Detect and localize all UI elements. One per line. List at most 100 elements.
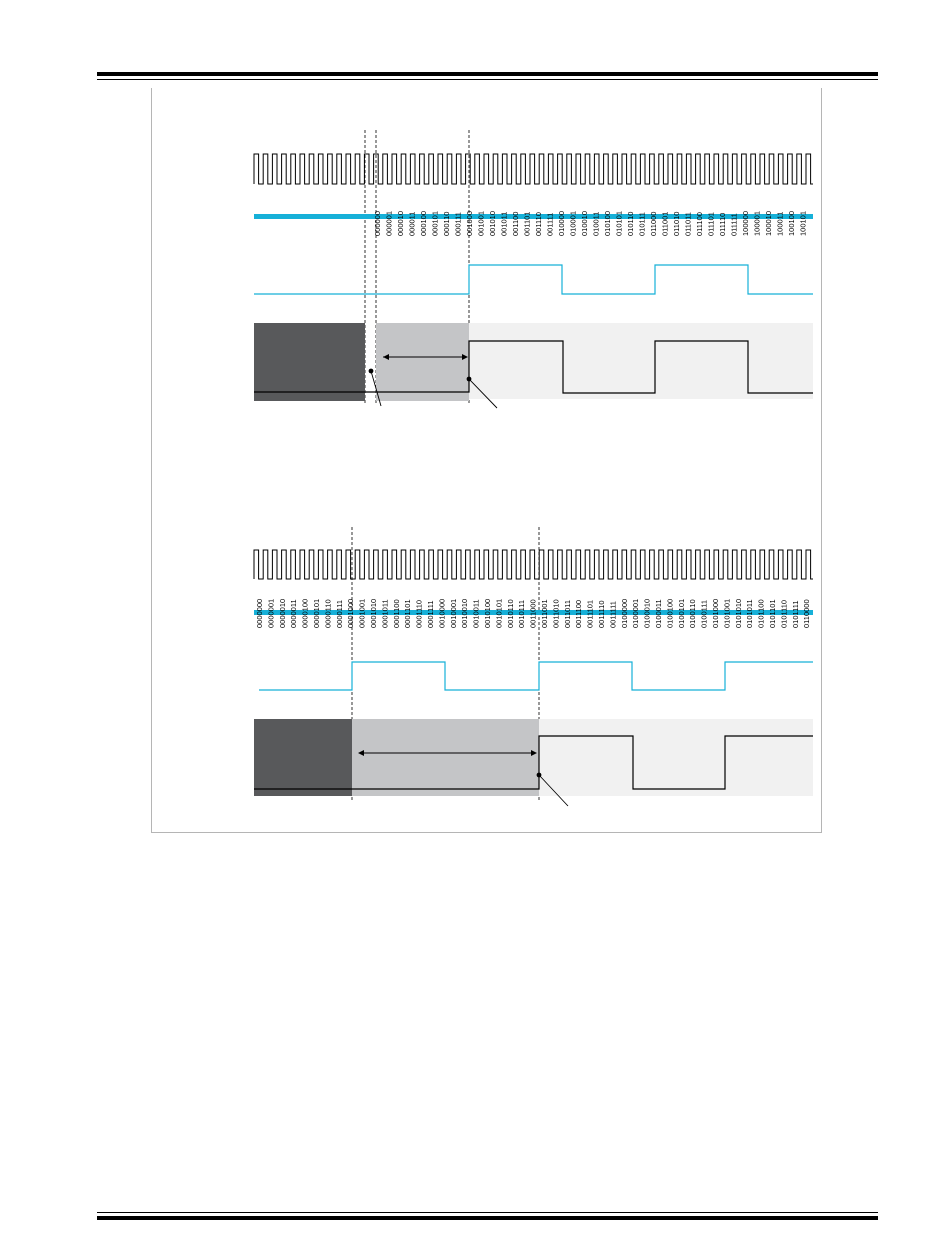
bottom-counter-label: 0110000 [802, 599, 811, 628]
top-counter-label: 001011 [500, 212, 509, 236]
bottom-counter-label: 0010111 [517, 600, 526, 628]
bottom-counter-label: 0100001 [631, 599, 640, 628]
top-counter-label: 011111 [730, 213, 739, 236]
top-counter-label: 010101 [615, 211, 624, 236]
top-counter-label: 100000 [741, 211, 750, 236]
bottom-counter-label: 0011110 [597, 600, 606, 628]
bottom-counter-label: 0101011 [745, 599, 754, 628]
top-counter-label: 100010 [764, 211, 773, 236]
header-rule-thick [97, 72, 878, 76]
bottom-counter-label: 0100000 [620, 599, 629, 628]
top-region-light [469, 323, 813, 399]
top-counter-label: 001000 [465, 211, 474, 236]
top-region-mid [376, 323, 469, 401]
bottom-interval-arrowhead-left [358, 750, 364, 756]
bottom-region-mid [352, 719, 539, 796]
top-counter-label: 010111 [638, 212, 647, 236]
bottom-counter-label: 0100110 [688, 599, 697, 628]
top-counter-label: 001101 [523, 212, 532, 236]
bottom-counter-label: 0010001 [449, 599, 458, 628]
bottom-counter-label: 0010100 [483, 599, 492, 628]
top-output-waveform [254, 264, 813, 295]
bottom-counter-label: 0001000 [346, 599, 355, 628]
bottom-counter-label: 0101100 [757, 599, 766, 628]
top-counter-label: 001110 [534, 212, 543, 236]
top-region-dark [254, 323, 365, 401]
bottom-counter-label: 0101000 [711, 599, 720, 628]
bottom-counter-label: 0101101 [768, 599, 777, 628]
bottom-counter-label: 0101010 [734, 599, 743, 628]
bottom-counter-label: 0101001 [722, 599, 731, 628]
top-counter-label: 010010 [580, 211, 589, 236]
top-counter-label: 000111 [454, 212, 463, 236]
bottom-counter-label: 0001110 [415, 600, 424, 628]
top-counter-label: 100101 [799, 211, 808, 236]
top-clock-waveform [253, 153, 813, 185]
top-callout-leader-a [370, 370, 382, 407]
top-counter-bus-bar [254, 214, 813, 219]
bottom-counter-label: 0100101 [677, 599, 686, 628]
bottom-counter-label: 0011100 [574, 600, 583, 628]
top-counter-label: 001010 [488, 211, 497, 236]
top-counter-label: 000011 [408, 212, 417, 236]
bottom-counter-label: 0011011 [563, 600, 572, 628]
top-counter-label: 011011 [684, 212, 693, 236]
bottom-region-light [539, 719, 813, 796]
top-counter-label: 001100 [511, 212, 520, 236]
bottom-counter-label: 0011000 [529, 599, 538, 628]
bottom-counter-label: 0000001 [266, 599, 275, 628]
bottom-counter-label: 0000100 [301, 599, 310, 628]
top-callout-leader-b [468, 378, 498, 409]
top-counter-label: 001111 [546, 213, 555, 236]
bottom-counter-label: 0000010 [278, 599, 287, 628]
footer-rule-thick [97, 1216, 878, 1220]
top-counter-label: 000110 [442, 212, 451, 236]
top-counter-label: 010100 [603, 211, 612, 236]
bottom-callout-leader [538, 774, 569, 807]
top-counter-label: 011000 [649, 212, 658, 236]
top-counter-label: 011100 [695, 212, 704, 236]
bottom-counter-label: 0010101 [494, 599, 503, 628]
top-counter-label: 010110 [626, 212, 635, 236]
footer-rule-thin [97, 1212, 878, 1213]
bottom-counter-label: 0001100 [392, 599, 401, 628]
top-counter-label: 011010 [672, 212, 681, 236]
top-counter-label: 000101 [431, 211, 440, 236]
top-counter-label: 011110 [718, 213, 727, 236]
header-rule-thin [97, 79, 878, 80]
top-counter-label: 000010 [396, 211, 405, 236]
bottom-output-waveform [259, 661, 813, 691]
top-counter-label: 010000 [557, 211, 566, 236]
bottom-counter-label: 0010011 [472, 599, 481, 628]
bottom-counter-label: 0000111 [335, 600, 344, 628]
top-counter-label: 100001 [753, 211, 762, 236]
bottom-clock-waveform [253, 549, 813, 580]
bottom-counter-label: 0000000 [255, 599, 264, 628]
top-pin-waveform [254, 340, 813, 394]
bottom-counter-label: 0001101 [403, 599, 412, 628]
top-counter-label: 000000 [373, 211, 382, 236]
bottom-counter-label: 0100100 [665, 599, 674, 628]
top-counter-label: 010001 [569, 211, 578, 236]
bottom-counter-label: 0000110 [323, 599, 332, 628]
top-counter-label: 000100 [419, 211, 428, 236]
top-counter-label: 011101 [707, 212, 716, 236]
bottom-counter-label: 0100111 [700, 600, 709, 628]
bottom-region-dark [254, 719, 352, 796]
bottom-counter-label: 0001001 [358, 599, 367, 628]
top-counter-label: 100100 [787, 211, 796, 236]
top-counter-label: 011001 [661, 212, 670, 236]
bottom-counter-label: 0011101 [586, 600, 595, 628]
bottom-counter-label: 0011010 [551, 599, 560, 628]
bottom-pin-waveform [254, 735, 813, 790]
top-interval-arrowhead-right [462, 354, 468, 360]
bottom-counter-label: 0000101 [312, 599, 321, 628]
bottom-counter-label: 0000011 [289, 599, 298, 628]
bottom-counter-label: 0100011 [654, 599, 663, 628]
bottom-counter-label: 0010010 [460, 599, 469, 628]
top-counter-label: 010011 [592, 212, 601, 236]
bottom-counter-label: 0001010 [369, 599, 378, 628]
bottom-counter-label: 0101110 [779, 600, 788, 628]
figure-frame [151, 88, 822, 833]
